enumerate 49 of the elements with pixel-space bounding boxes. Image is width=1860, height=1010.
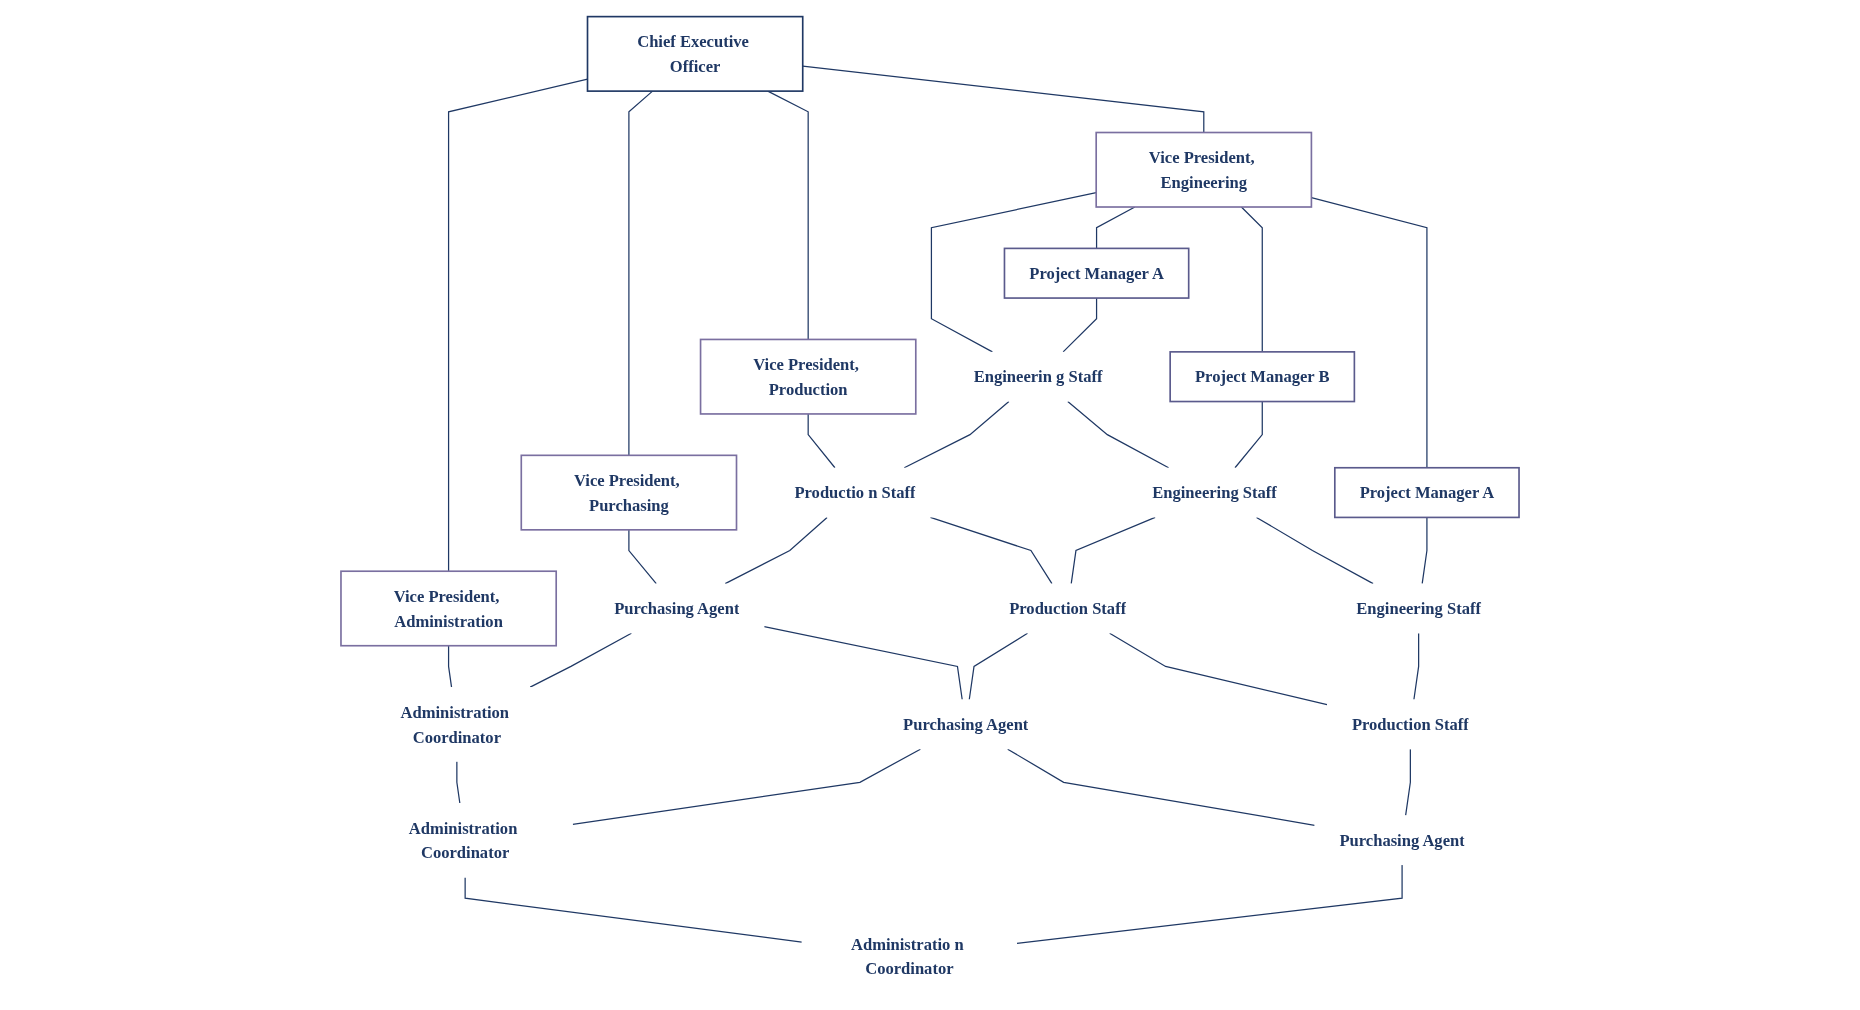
connector xyxy=(903,400,1010,469)
connector xyxy=(1095,206,1136,249)
connector xyxy=(464,876,803,943)
connector xyxy=(724,516,828,585)
connector xyxy=(1421,516,1428,585)
connector xyxy=(628,90,654,456)
node-box: Chief Executive Officer xyxy=(586,15,804,92)
connector xyxy=(1109,632,1328,706)
node-box: Project Manager B xyxy=(1169,351,1356,403)
connector xyxy=(1234,400,1263,469)
node-text: Productio n Staff xyxy=(794,483,916,502)
connector xyxy=(1007,748,1316,826)
node-box: Vice President, Purchasing xyxy=(520,454,738,531)
node-text: Administration Coordinator xyxy=(408,818,518,862)
connector xyxy=(767,90,809,341)
connector xyxy=(1405,748,1411,817)
node-text: Purchasing Agent xyxy=(1339,831,1465,850)
connector xyxy=(456,761,461,804)
connector xyxy=(763,625,963,701)
node-box: Vice President, Administration xyxy=(340,570,558,647)
connector xyxy=(1413,632,1420,701)
node-box: Project Manager A xyxy=(1003,247,1190,299)
node-text: Engineerin g Staff xyxy=(973,367,1103,386)
node-text: Production Staff xyxy=(1009,599,1127,618)
connector xyxy=(628,529,657,585)
node-text: Engineering Staff xyxy=(1152,483,1277,502)
connector xyxy=(1070,516,1156,585)
node-box: Vice President, Production xyxy=(699,338,917,415)
node-box: Project Manager A xyxy=(1334,466,1520,519)
node-text: Administratio n Coordinator xyxy=(850,934,964,978)
connector xyxy=(1062,297,1098,353)
node-text: Purchasing Agent xyxy=(614,599,740,618)
node-text: Engineering Staff xyxy=(1356,599,1481,618)
connector xyxy=(1067,400,1170,469)
connector xyxy=(1016,864,1403,945)
node-text: Purchasing Agent xyxy=(903,715,1029,734)
connector xyxy=(807,413,836,469)
connector xyxy=(802,65,1205,134)
connector xyxy=(572,748,921,826)
connector xyxy=(930,192,1097,353)
node-text: Production Staff xyxy=(1351,715,1469,734)
connector xyxy=(447,645,453,688)
connector xyxy=(1240,206,1263,353)
connector xyxy=(1255,516,1374,585)
connector xyxy=(529,632,633,688)
connector xyxy=(929,516,1053,585)
connector xyxy=(968,632,1029,701)
node-box: Vice President, Engineering xyxy=(1095,131,1313,208)
node-text: Administration Coordinator xyxy=(400,702,510,746)
